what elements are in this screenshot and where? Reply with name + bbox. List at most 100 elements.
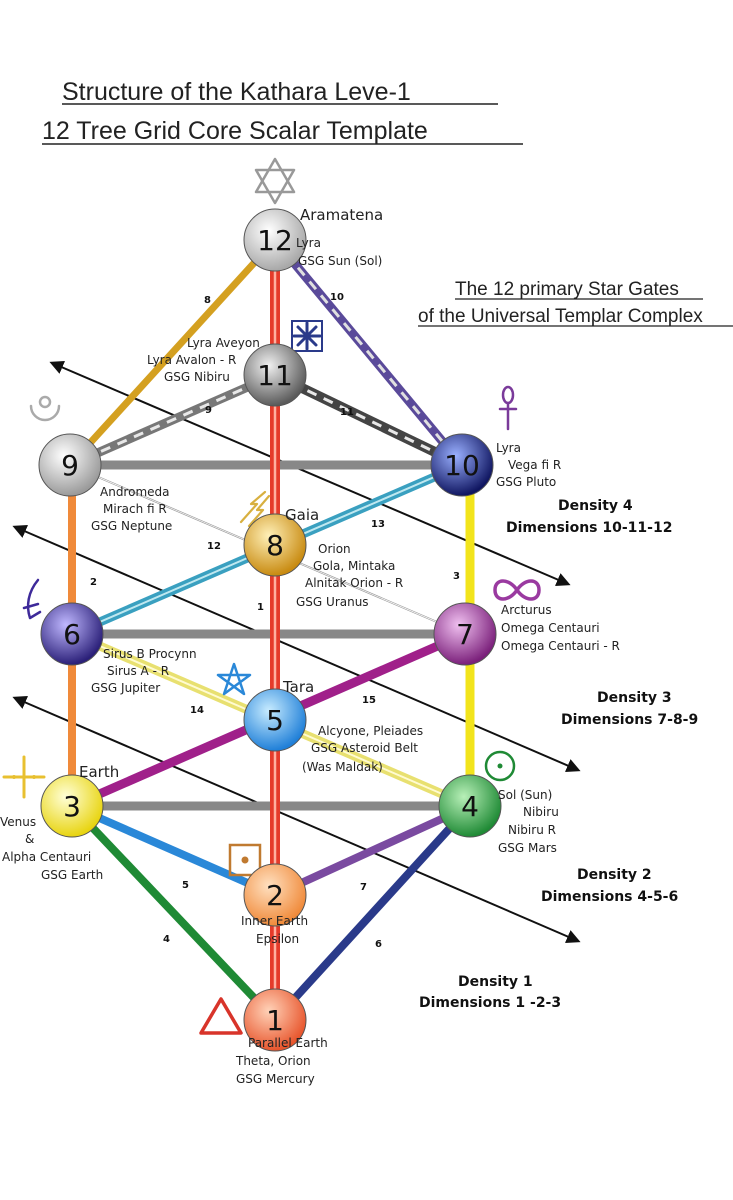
- density-labels: Density 4 Dimensions 10-11-12 Density 3 …: [419, 498, 698, 1011]
- density-2-name: Density 2: [577, 867, 652, 883]
- lemniscate-icon: [493, 579, 541, 601]
- node-9: [38, 433, 102, 497]
- feather-icon: [22, 578, 42, 620]
- node-5-name: Tara: [282, 678, 314, 696]
- node-3-info-2: Alpha Centauri: [2, 850, 91, 864]
- edge-3-2: [70, 802, 277, 899]
- node-3-number: 3: [63, 790, 81, 823]
- node-12-number: 12: [257, 224, 293, 257]
- node-3-info-0: Venus: [0, 815, 36, 829]
- node-11-info-2: GSG Nibiru: [164, 370, 230, 384]
- node-12-name: Aramatena: [300, 206, 383, 224]
- node-5: [243, 688, 307, 752]
- edge-number-14: 14: [190, 705, 204, 716]
- node-7-info-1: Omega Centauri: [501, 621, 600, 635]
- node-7-info-2: Omega Centauri - R: [501, 639, 620, 653]
- edge-12-9: [67, 237, 278, 468]
- cross-dots-icon: [2, 755, 46, 799]
- node-8: [243, 513, 307, 577]
- node-8-info-2: Alnitak Orion - R: [305, 576, 403, 590]
- density-3-dims: Dimensions 7-8-9: [561, 712, 698, 728]
- node-8-info-0: Orion: [318, 542, 351, 556]
- edge-number-6: 6: [375, 939, 382, 950]
- node-2: [243, 863, 307, 927]
- node-3-name: Earth: [79, 763, 119, 781]
- title-line-1: Structure of the Kathara Leve-1: [62, 78, 411, 106]
- node-8-number: 8: [266, 529, 284, 562]
- edge-number-12: 12: [207, 541, 221, 552]
- density-2-dims: Dimensions 4-5-6: [541, 889, 678, 905]
- edge-3-1: [69, 803, 278, 1023]
- node-3-info-1: &: [25, 832, 34, 846]
- edge-4-1: [272, 803, 473, 1023]
- density-1-dims: Dimensions 1 -2-3: [419, 995, 561, 1011]
- node-10-info-0: Lyra: [496, 441, 521, 455]
- node-10: [430, 433, 494, 497]
- node-3-info-3: GSG Earth: [41, 868, 103, 882]
- node-7-number: 7: [456, 618, 474, 651]
- node-labels: Aramatena Lyra GSG Sun (Sol) Lyra Aveyon…: [0, 206, 620, 1086]
- edge-number-15: 15: [362, 695, 376, 706]
- node-4-info-1: Nibiru: [523, 805, 559, 819]
- node-7-info-0: Arcturus: [501, 603, 552, 617]
- pentagram-icon: [216, 662, 252, 696]
- edge-number-5: 5: [182, 880, 189, 891]
- density-arrow-2: [12, 696, 581, 943]
- node-1: [243, 988, 307, 1052]
- node-4-info-0: Sol (Sun): [498, 788, 552, 802]
- node-3: [40, 774, 104, 838]
- node-12-info-1: GSG Sun (Sol): [298, 254, 382, 268]
- node-1-info-2: GSG Mercury: [236, 1072, 315, 1086]
- node-4-info-3: GSG Mars: [498, 841, 557, 855]
- node-7: [433, 602, 497, 666]
- edge-number-2: 2: [90, 577, 97, 588]
- node-4: [438, 774, 502, 838]
- edge-number-3: 3: [453, 571, 460, 582]
- node-6-info-2: GSG Jupiter: [91, 681, 160, 695]
- node-10-info-1: Vega fi R: [508, 458, 561, 472]
- subtitle-line-2: of the Universal Templar Complex: [418, 306, 703, 327]
- node-6-info-1: Sirus A - R: [107, 664, 169, 678]
- edge-11-10: [272, 370, 465, 470]
- sun-dot-icon: [484, 750, 516, 782]
- node-1-number: 1: [266, 1004, 284, 1037]
- node-9-info-1: Mirach fi R: [103, 502, 167, 516]
- node-4-number: 4: [461, 790, 479, 823]
- symbols: [2, 157, 541, 1035]
- node-11-number: 11: [257, 359, 293, 392]
- node-8-info-3: GSG Uranus: [296, 595, 369, 609]
- crescent-moon-icon: [29, 395, 61, 422]
- triangle-icon: [199, 997, 243, 1035]
- node-5-info-0: Alcyone, Pleiades: [318, 724, 423, 738]
- node-11: [243, 343, 307, 407]
- node-6: [40, 602, 104, 666]
- title-line-2: 12 Tree Grid Core Scalar Template: [42, 117, 428, 145]
- edge-number-7: 7: [360, 882, 367, 893]
- subtitle-line-1: The 12 primary Star Gates: [455, 279, 679, 300]
- lightning-icon: [239, 490, 271, 528]
- density-4-dims: Dimensions 10-11-12: [506, 520, 672, 536]
- density-4-name: Density 4: [558, 498, 633, 514]
- maltese-cross-icon: [291, 320, 323, 352]
- square-dot-icon: [228, 843, 262, 877]
- node-9-info-2: GSG Neptune: [91, 519, 172, 533]
- node-5-info-2: (Was Maldak): [302, 760, 383, 774]
- node-1-info-1: Theta, Orion: [235, 1054, 311, 1068]
- edge-number-9: 9: [205, 405, 212, 416]
- node-2-number: 2: [266, 879, 284, 912]
- node-10-info-2: GSG Pluto: [496, 475, 556, 489]
- edge-number-10: 10: [330, 292, 344, 303]
- ankh-icon: [498, 385, 518, 431]
- edge-12-10-hl: [273, 239, 464, 466]
- edge-number-8: 8: [204, 295, 211, 306]
- node-6-number: 6: [63, 618, 81, 651]
- node-5-number: 5: [266, 704, 284, 737]
- edge-numbers: 1 2 3 4 5 6 7 8 9 10 11 12 13 14 15: [90, 292, 460, 950]
- node-9-info-0: Andromeda: [100, 485, 170, 499]
- node-10-number: 10: [444, 449, 480, 482]
- edge-11-9-hl: [69, 373, 276, 467]
- node-12: [243, 208, 307, 272]
- node-11-info-0: Lyra Aveyon: [187, 336, 260, 350]
